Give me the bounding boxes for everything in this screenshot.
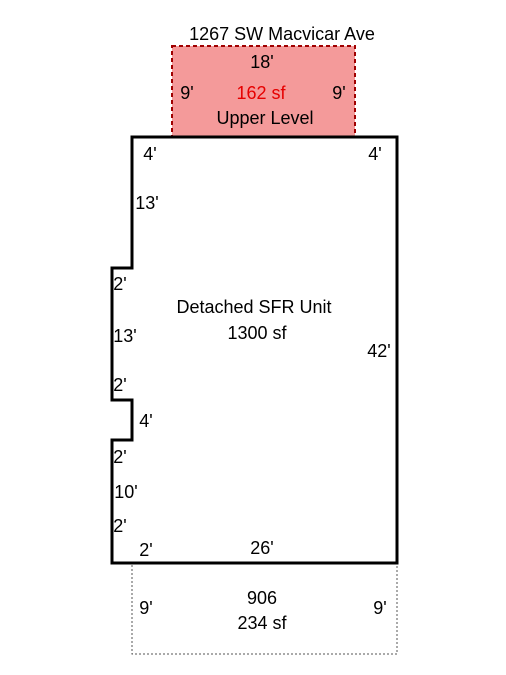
- lower-area-label: 906: [247, 588, 277, 608]
- main-unit-outline: [110, 135, 399, 565]
- upper-level-width: 18': [250, 52, 273, 72]
- upper-level-left-side: 9': [180, 83, 193, 103]
- left-seg-2b: 2': [113, 375, 126, 395]
- upper-level-right-side: 9': [332, 83, 345, 103]
- lower-area-value: 234 sf: [237, 613, 287, 633]
- lower-left-dim: 9': [139, 598, 152, 618]
- left-seg-2a: 2': [113, 274, 126, 294]
- left-seg-13b: 13': [113, 326, 136, 346]
- left-seg-4: 4': [139, 411, 152, 431]
- main-right-dim: 42': [367, 341, 390, 361]
- lower-right-dim: 9': [373, 598, 386, 618]
- main-top-right-dim: 4': [368, 144, 381, 164]
- left-seg-13a: 13': [135, 193, 158, 213]
- left-seg-2e: 2': [139, 540, 152, 560]
- upper-level-label: Upper Level: [216, 108, 313, 128]
- address-title: 1267 SW Macvicar Ave: [189, 24, 375, 44]
- left-seg-2d: 2': [113, 516, 126, 536]
- lower-area-906: [131, 562, 398, 655]
- main-bottom-dim: 26': [250, 538, 273, 558]
- main-unit-label: Detached SFR Unit: [176, 297, 331, 317]
- left-seg-10: 10': [114, 482, 137, 502]
- left-seg-2c: 2': [113, 447, 126, 467]
- main-unit-area: 1300 sf: [227, 323, 287, 343]
- upper-level-area-value: 162 sf: [236, 83, 286, 103]
- upper-level-area: [171, 45, 356, 138]
- main-top-left-dim: 4': [143, 144, 156, 164]
